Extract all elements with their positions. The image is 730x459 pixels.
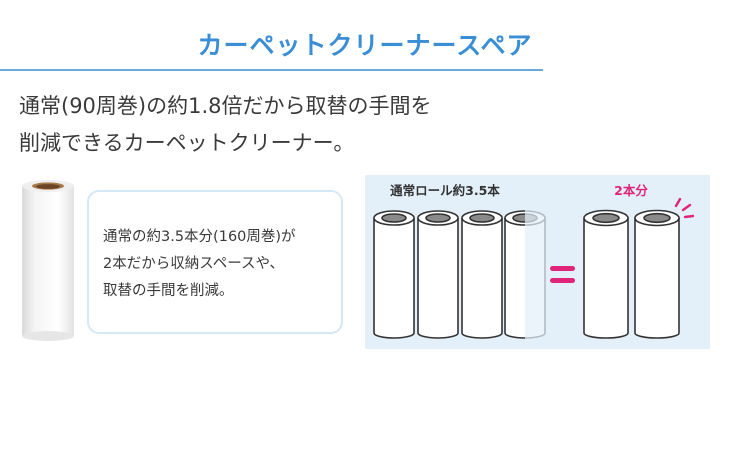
note-line-3: 取替の手間を削減。 (103, 283, 234, 299)
partial-roll-fade (525, 205, 549, 343)
regular-roll-2 (417, 210, 459, 339)
regular-rolls-label: 通常ロール約3.5本 (390, 183, 500, 198)
lead-line-1: 通常(90周巻)の約1.8倍だから取替の手間を (19, 94, 432, 118)
note-line-1: 通常の約3.5本分(160周巻)が (103, 229, 296, 245)
emphasis-marks-icon (674, 197, 695, 219)
spare-roll-2 (634, 209, 680, 339)
regular-roll-1 (373, 210, 415, 339)
lead-line-2: 削減できるカーペットクリーナー。 (19, 131, 355, 155)
note-text: 通常の約3.5本分(160周巻)が 2本だから収納スペースや、 取替の手間を削減… (103, 224, 339, 305)
note-line-2: 2本だから収納スペースや、 (103, 256, 285, 272)
spare-rolls-label: 2本分 (614, 183, 648, 198)
equals-sign-icon (550, 266, 575, 283)
spare-roll-photo (22, 180, 74, 341)
lead-text: 通常(90周巻)の約1.8倍だから取替の手間を 削減できるカーペットクリーナー。 (19, 88, 619, 162)
title-underline (0, 69, 543, 71)
spare-roll-1 (583, 209, 629, 339)
regular-roll-3 (461, 210, 503, 339)
roll-comparison-illustration: 通常ロール約3.5本 2本分 (365, 175, 710, 349)
note-box: 通常の約3.5本分(160周巻)が 2本だから収納スペースや、 取替の手間を削減… (87, 190, 343, 334)
page-title: カーペットクリーナースペア (197, 31, 533, 60)
